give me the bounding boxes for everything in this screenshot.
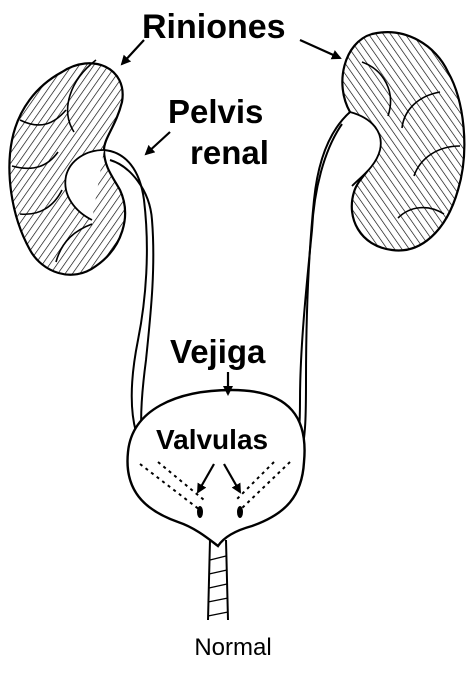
bladder — [127, 390, 304, 546]
arrow-pelvis-renal — [146, 132, 170, 154]
right-kidney — [342, 32, 464, 250]
label-pelvis: Pelvis — [168, 95, 263, 128]
label-riniones: Riniones — [142, 10, 286, 44]
label-vejiga: Vejiga — [170, 335, 265, 368]
arrow-riniones-left — [122, 40, 144, 64]
caption: Normal — [0, 636, 466, 660]
arrow-riniones-right — [300, 40, 340, 58]
urethra — [208, 540, 228, 620]
label-valvulas: Valvulas — [156, 426, 268, 454]
left-kidney — [9, 60, 125, 275]
label-renal: renal — [190, 136, 269, 169]
